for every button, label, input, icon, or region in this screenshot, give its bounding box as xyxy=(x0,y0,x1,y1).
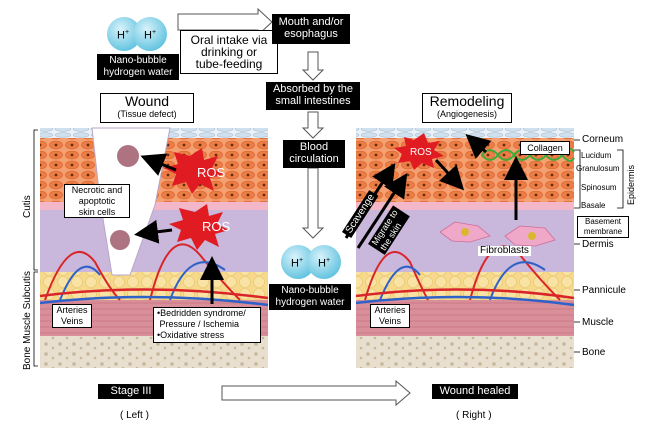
mouth-esophagus-box: Mouth and/or esophagus xyxy=(272,14,350,44)
necrotic-cells-label: Necrotic and apoptotic skin cells xyxy=(64,184,130,218)
arteries-veins-right: Arteries Veins xyxy=(370,304,410,328)
right-skin-panel xyxy=(355,128,575,368)
h-atom-label: H+ xyxy=(291,257,304,270)
arrow-icon xyxy=(134,134,528,304)
layer-corneum: Corneum xyxy=(582,134,624,145)
remodeling-subtitle: (Angiogenesis) xyxy=(436,109,498,119)
h-atom-label: H+ xyxy=(117,29,130,42)
layer-pannicule: Pannicule xyxy=(582,285,626,296)
left-caption: ( Left ) xyxy=(120,410,149,421)
ros-label: ROS xyxy=(202,219,231,234)
remodeling-callout: Remodeling (Angiogenesis) xyxy=(422,93,512,123)
layer-brackets xyxy=(574,139,624,353)
stage-label: Stage III xyxy=(98,384,164,399)
fibroblasts-label: Fibroblasts xyxy=(478,245,531,256)
remodeling-title: Remodeling xyxy=(429,93,505,109)
ros-burst-icon xyxy=(169,204,229,250)
blood-circulation-box: Blood circulation xyxy=(283,140,345,168)
layer-lucidum: Lucidum xyxy=(581,151,612,160)
right-caption: ( Right ) xyxy=(456,410,492,421)
cutis-label: Cutis xyxy=(22,195,33,218)
layer-dermis: Dermis xyxy=(582,239,614,250)
wound-callout: Wound (Tissue defect) xyxy=(100,93,194,123)
h-atom-label: H+ xyxy=(318,257,331,270)
layer-granulosum: Granulosum xyxy=(576,164,620,173)
wound-title: Wound xyxy=(124,93,170,109)
ros-label: ROS xyxy=(197,165,226,180)
ros-label: ROS xyxy=(410,147,432,158)
wound-subtitle: (Tissue defect) xyxy=(117,109,177,119)
necrotic-cells-icon xyxy=(110,145,139,250)
layer-basale: Basale xyxy=(581,201,606,210)
absorbed-box: Absorbed by the small intestines xyxy=(266,82,360,110)
bedridden-causes-label: •Bedridden syndrome/ Pressure / Ischemia… xyxy=(153,307,261,343)
ros-burst-icon xyxy=(164,148,224,194)
layer-basement-membrane: Basement membrane xyxy=(577,216,629,238)
nano-water-label-top: Nano-bubble hydrogen water xyxy=(97,54,179,80)
epidermis-label: Epidermis xyxy=(626,164,636,205)
fibroblast-cells-icon xyxy=(439,221,556,247)
collagen-fiber-icon xyxy=(481,148,575,162)
wound-healed-label: Wound healed xyxy=(432,384,518,399)
left-brackets xyxy=(33,129,38,367)
layer-bone: Bone xyxy=(582,347,606,358)
layer-spinosum: Spinosum xyxy=(581,183,617,192)
layer-muscle: Muscle xyxy=(582,317,614,328)
oral-intake-box: Oral intake via drinking or tube-feeding xyxy=(180,30,278,74)
h-atom-label: H+ xyxy=(144,29,157,42)
ros-burst-icon xyxy=(394,133,444,170)
arteries-veins-left: Arteries Veins xyxy=(52,304,92,328)
hydrogen-molecule-icon xyxy=(107,17,167,51)
nano-water-label-mid: Nano-bubble hydrogen water xyxy=(269,284,351,310)
hydrogen-molecule-icon xyxy=(281,245,341,279)
collagen-label: Collagen xyxy=(520,141,570,155)
bone-muscle-subcutis-label: Bone Muscle Subcutis xyxy=(22,271,33,370)
flow-arrow-icon xyxy=(177,7,411,407)
